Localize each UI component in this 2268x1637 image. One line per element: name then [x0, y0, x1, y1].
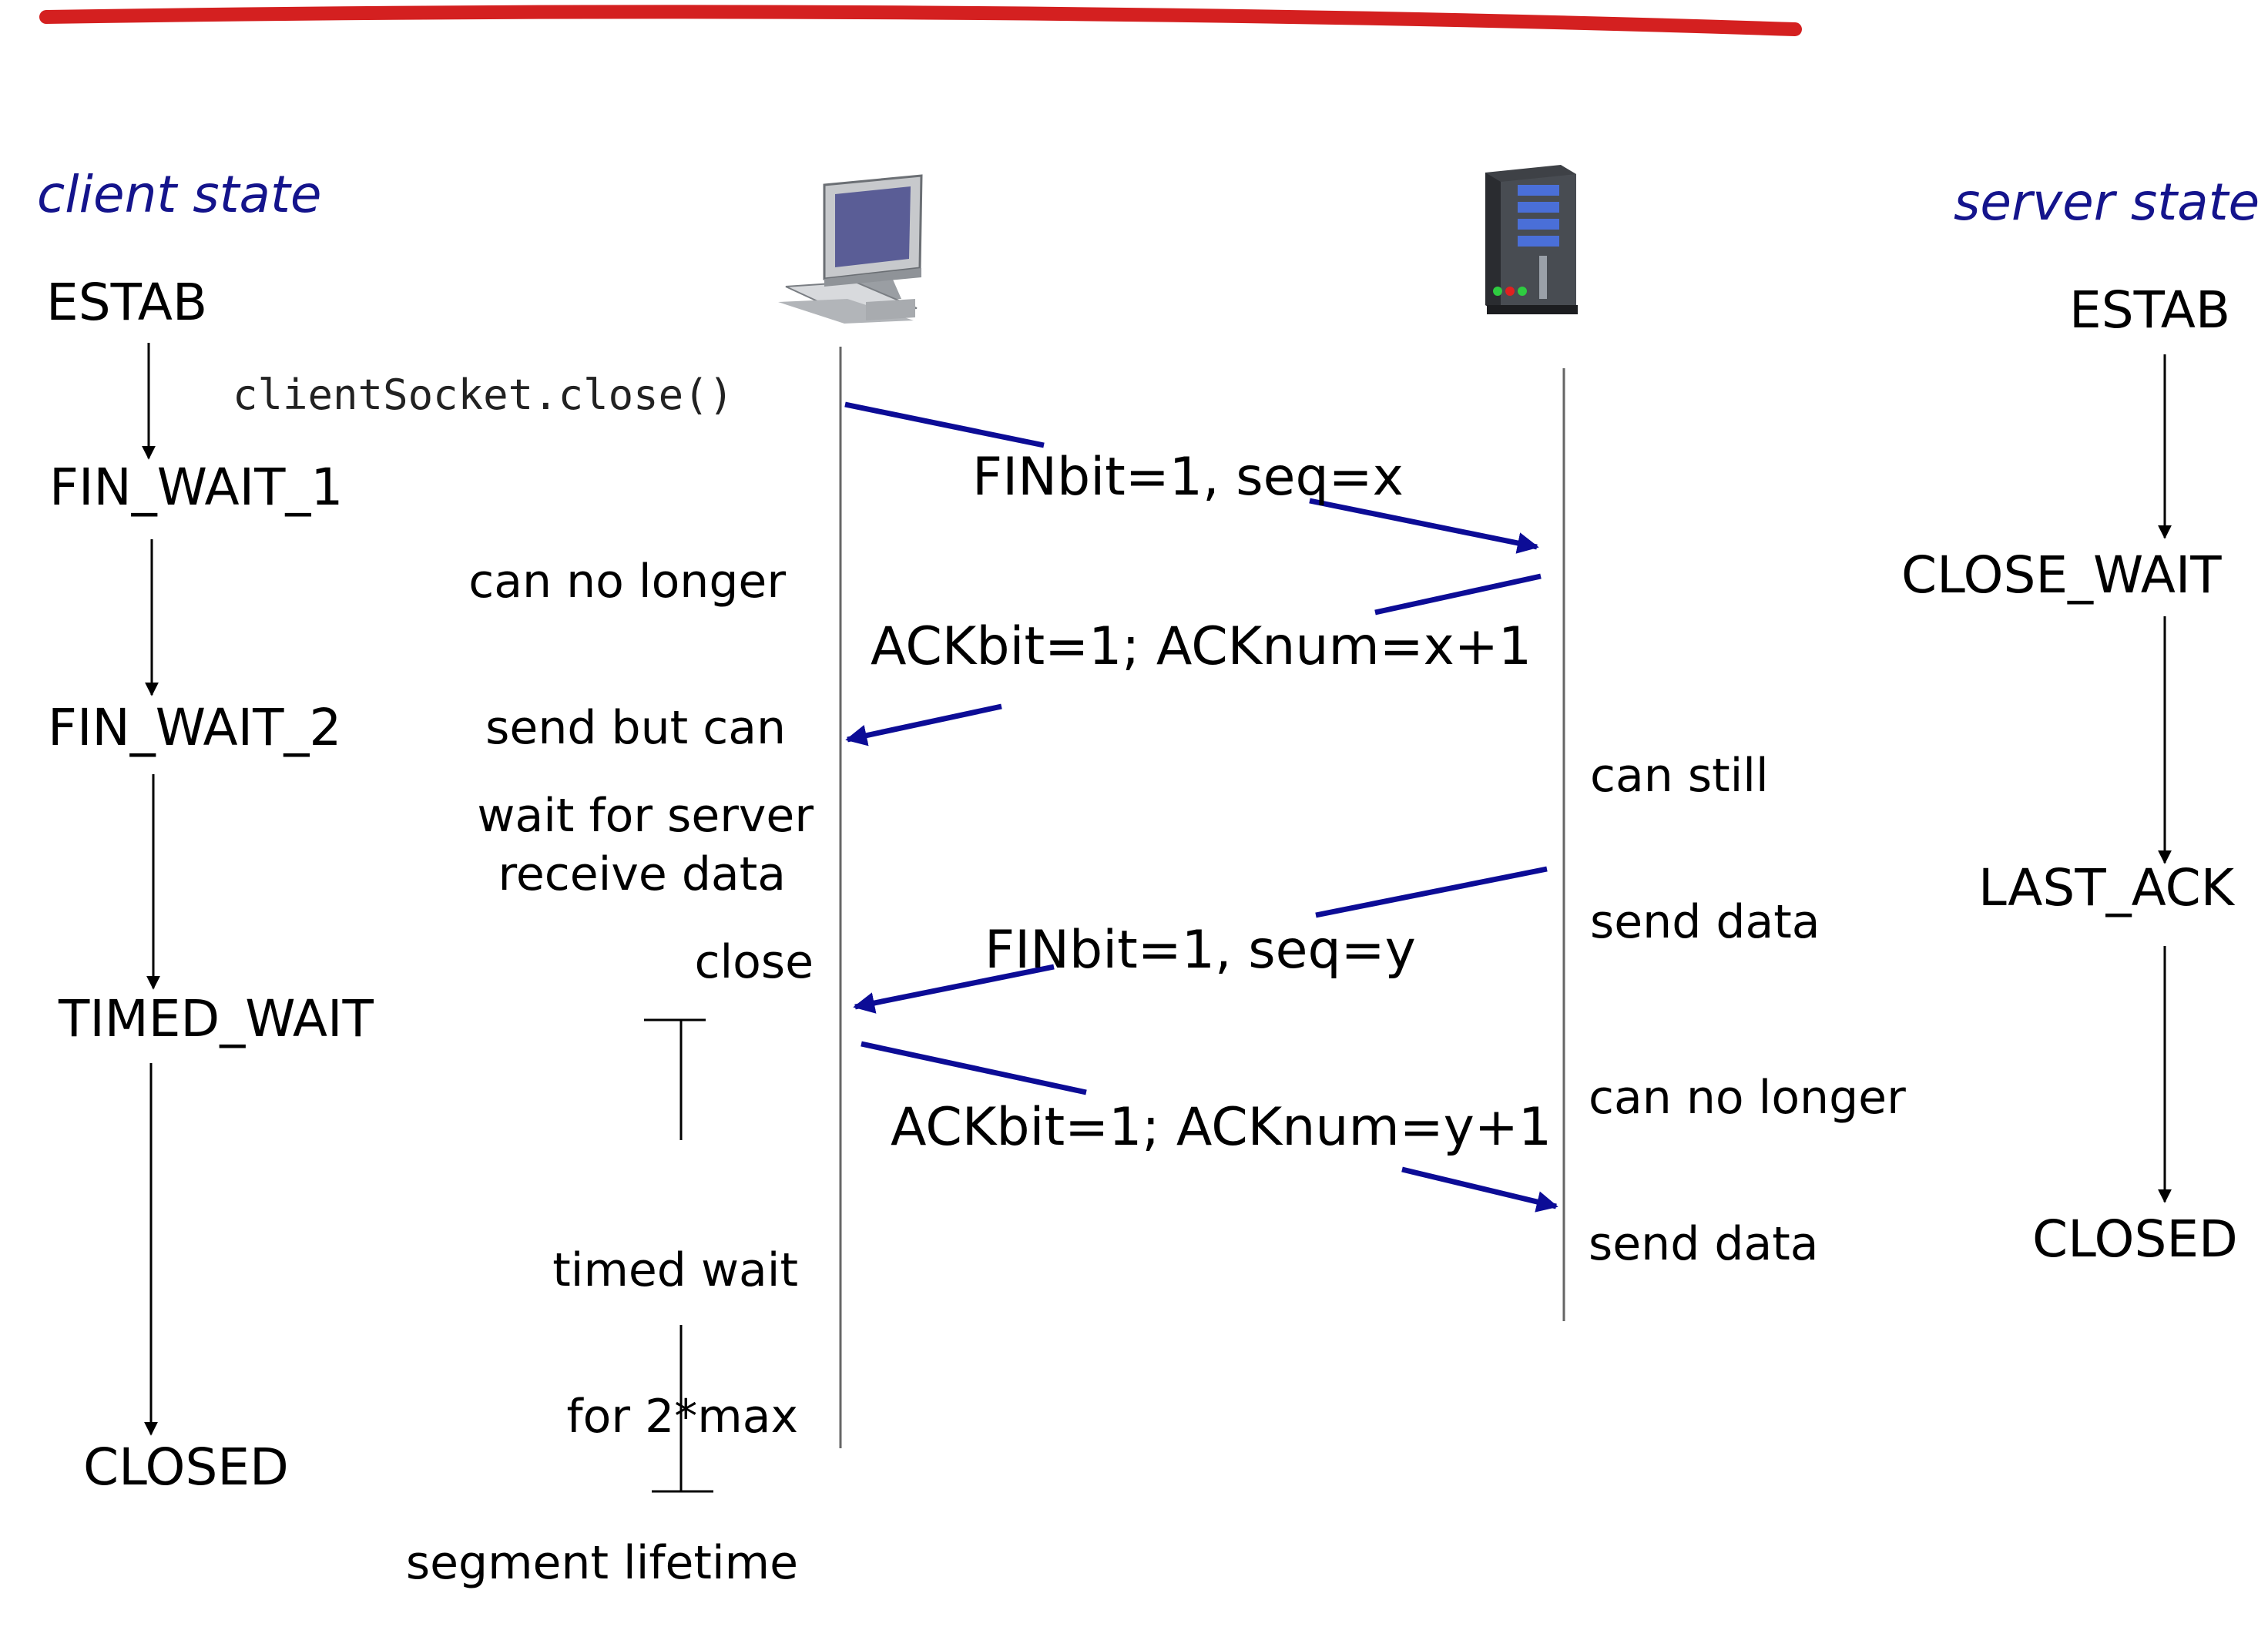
- top-rule: [39, 5, 1802, 36]
- note-line: send data: [1590, 895, 1820, 950]
- client-state-header: client state: [37, 165, 322, 224]
- socket-close-call: clientSocket.close(): [233, 371, 734, 419]
- tcp-close-diagram: [39, 5, 2172, 1493]
- timed-wait-bracket: [644, 1018, 713, 1493]
- message-arrow-ack-x: [845, 573, 1542, 746]
- note-line: send data: [1589, 1217, 1819, 1272]
- server-state-header: server state: [1954, 173, 2260, 232]
- message-arrow-fin-x: [844, 401, 1539, 554]
- note-line: receive data: [498, 847, 786, 902]
- client-state-fin-wait-1: FIN_WAIT_1: [49, 458, 344, 517]
- note-line: for 2*max: [566, 1390, 798, 1444]
- note-line: timed wait: [552, 1243, 798, 1297]
- note-line: can no longer: [468, 555, 786, 609]
- server-tower-icon: [1485, 165, 1578, 314]
- client-state-fin-wait-2: FIN_WAIT_2: [48, 698, 342, 757]
- message-label-ack-y: ACKbit=1; ACKnum=y+1: [891, 1097, 1552, 1158]
- message-label-ack-x: ACKbit=1; ACKnum=x+1: [871, 616, 1532, 677]
- message-label-fin-y: FINbit=1, seq=y: [985, 920, 1416, 981]
- desktop-computer-icon: [778, 174, 923, 324]
- client-state-closed: CLOSED: [83, 1437, 289, 1497]
- note-fin-wait-2: wait for server close: [477, 696, 814, 1035]
- note-line: send but can: [485, 701, 786, 756]
- note-close-wait: can still send data: [1590, 656, 1820, 995]
- note-fin-wait-1: can no longer send but can receive data: [468, 462, 786, 948]
- server-state-close-wait: CLOSE_WAIT: [1901, 545, 2222, 605]
- note-line: segment lifetime: [405, 1536, 798, 1591]
- client-state-timed-wait: TIMED_WAIT: [59, 989, 374, 1048]
- note-timed-wait: timed wait for 2*max segment lifetime: [406, 1151, 798, 1637]
- server-state-closed: CLOSED: [2032, 1209, 2238, 1269]
- message-arrow-ack-y: [861, 1041, 1558, 1213]
- note-line: can no longer: [1589, 1071, 1906, 1125]
- server-state-estab: ESTAB: [2069, 280, 2231, 340]
- note-line: close: [694, 935, 814, 990]
- note-line: can still: [1590, 749, 1769, 803]
- client-state-estab: ESTAB: [46, 273, 208, 332]
- message-label-fin-x: FINbit=1, seq=x: [972, 447, 1404, 508]
- message-arrow-fin-y: [853, 866, 1548, 1014]
- server-state-last-ack: LAST_ACK: [1978, 858, 2234, 917]
- note-line: wait for server: [477, 789, 814, 843]
- note-last-ack: can no longer send data: [1589, 978, 1906, 1317]
